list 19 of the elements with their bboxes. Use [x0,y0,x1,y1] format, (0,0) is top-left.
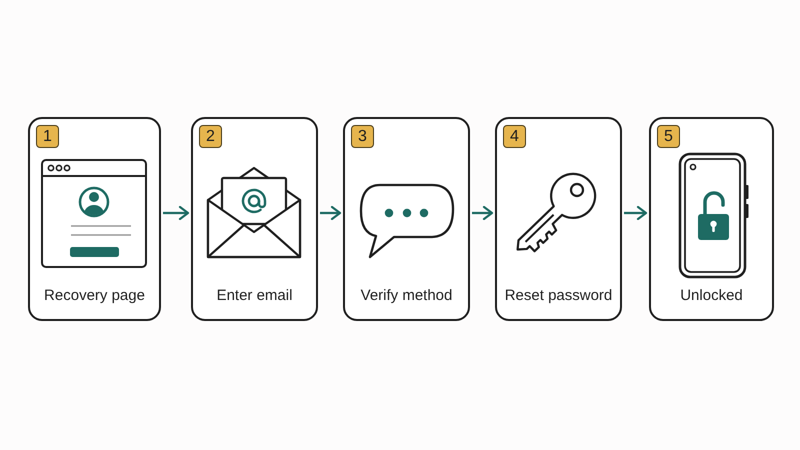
step-label: Reset password [504,287,612,305]
step-label: Enter email [216,287,292,305]
step-card [495,117,622,321]
step-label: Unlocked [680,287,743,305]
step-label: Verify method [360,287,452,305]
step-number-badge: 4 [503,125,526,148]
step-label: Recovery page [44,287,145,305]
arrow [472,206,494,220]
arrow [320,206,342,220]
step-number-badge: 2 [199,125,222,148]
step-card [343,117,470,321]
step-card [28,117,161,321]
arrow [163,206,190,220]
step-card [191,117,318,321]
step-card [649,117,774,321]
step-number-badge: 3 [351,125,374,148]
arrow [624,206,648,220]
step-number-badge: 5 [657,125,680,148]
step-number-badge: 1 [36,125,59,148]
